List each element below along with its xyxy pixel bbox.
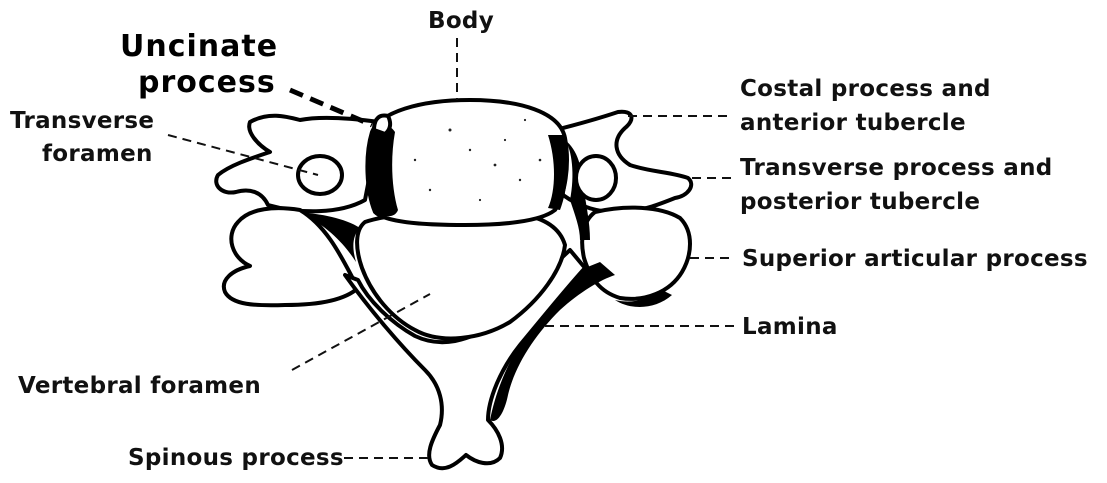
label-superior-articular: Superior articular process — [742, 246, 1088, 272]
label-transverse-process-line1: Transverse process and — [740, 155, 1053, 181]
label-uncinate-line1: Uncinate — [120, 29, 278, 64]
uncinate-bump — [374, 116, 390, 134]
right-articular-process — [582, 208, 690, 299]
label-costal-line1: Costal process and — [740, 76, 991, 102]
left-transverse-process — [216, 116, 380, 212]
left-transverse-foramen-hole — [298, 156, 342, 194]
label-uncinate-line2: process — [138, 65, 276, 100]
label-lamina: Lamina — [742, 314, 838, 340]
label-transverse-foramen-line2: foramen — [42, 141, 153, 167]
label-vertebral-foramen: Vertebral foramen — [18, 373, 261, 399]
label-costal-line2: anterior tubercle — [740, 110, 966, 136]
label-spinous-process: Spinous process — [128, 445, 344, 471]
label-transverse-foramen-line1: Transverse — [10, 108, 154, 134]
label-transverse-process-line2: posterior tubercle — [740, 189, 980, 215]
label-body: Body — [428, 8, 494, 34]
vertebra-illustration — [216, 100, 691, 468]
vertebral-body — [367, 100, 567, 225]
right-transverse-foramen-hole — [576, 156, 616, 200]
